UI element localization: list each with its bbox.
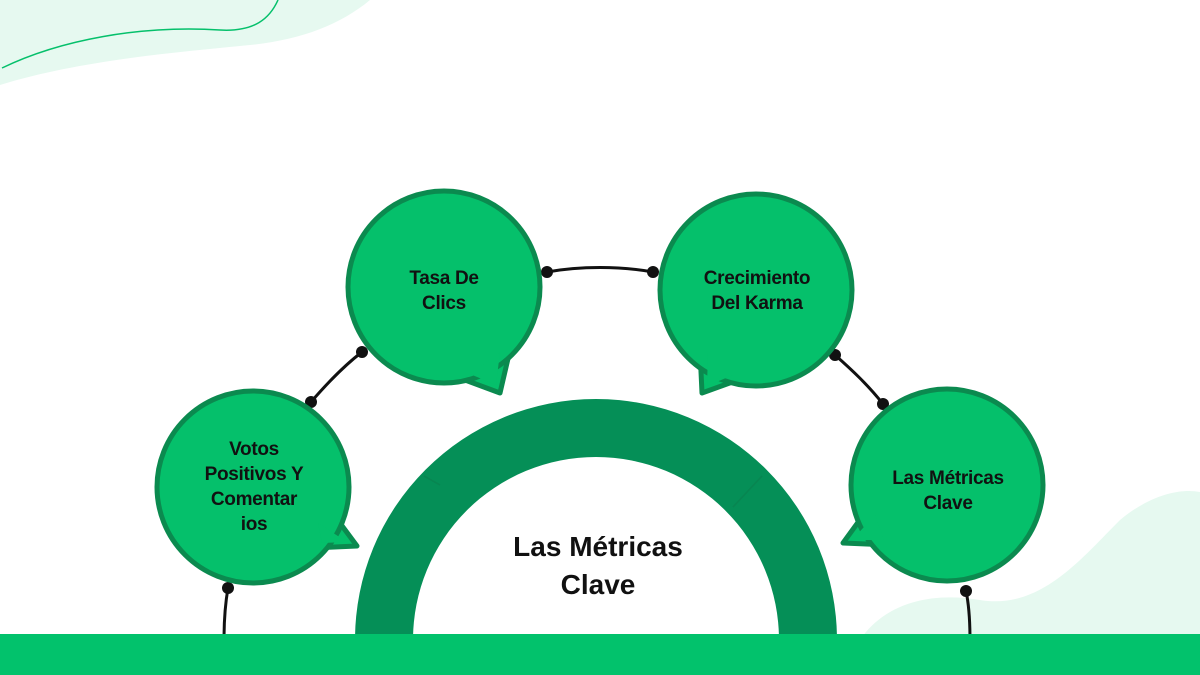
- node-karma: [657, 191, 855, 396]
- node-metricas-line-2: Clave: [923, 493, 973, 514]
- connector-tasa-karma: [546, 266, 654, 274]
- footer-bar: [0, 634, 1200, 675]
- connector-votos-bottom: [222, 587, 230, 641]
- center-arch: [355, 399, 837, 640]
- connector-dot: [356, 346, 368, 358]
- node-label-karma: Crecimiento Del Karma: [672, 258, 842, 324]
- node-metricas-line-1: Las Métricas: [892, 467, 1004, 489]
- connector-dot: [877, 398, 889, 410]
- node-votos-bubble: [154, 388, 352, 586]
- connector-dot: [222, 582, 234, 594]
- node-votos-line-3: Comentar: [210, 489, 298, 510]
- node-tasa-line-1: Tasa De: [409, 267, 479, 289]
- connector-dots: [222, 266, 972, 597]
- connector-dot: [541, 266, 553, 278]
- center-title-line-2: Clave: [560, 569, 636, 600]
- node-votos-line-4: ios: [240, 514, 268, 536]
- node-label-metricas: Las Métricas Clave: [860, 458, 1036, 524]
- node-votos-line-2: Positivos Y: [204, 463, 304, 485]
- node-label-tasa: Tasa De Clics: [368, 258, 520, 324]
- node-karma-line-1: Crecimiento: [703, 267, 811, 289]
- node-karma-bubble: [657, 191, 855, 389]
- node-karma-line-2: Del Karma: [711, 293, 803, 314]
- arch-seam: [423, 475, 763, 508]
- connector-dot: [960, 585, 972, 597]
- node-tasa: [345, 188, 543, 396]
- node-metricas-bubble: [848, 386, 1046, 584]
- decor-blob-bottom-right: [860, 490, 1200, 640]
- node-metricas: [840, 386, 1046, 584]
- center-title-line-1: Las Métricas: [513, 531, 683, 563]
- node-votos-line-1: Votos: [229, 438, 279, 460]
- connector-karma-metricas: [834, 353, 885, 405]
- connector-dot: [647, 266, 659, 278]
- center-title: Las Métricas Clave: [470, 528, 726, 604]
- node-votos: [154, 388, 360, 586]
- decor-swirl-top-left: [1, 0, 279, 69]
- node-tasa-line-2: Clics: [422, 293, 466, 314]
- node-tasa-bubble: [345, 188, 543, 386]
- node-label-votos: Votos Positivos Y Comentar ios: [173, 425, 335, 549]
- decor-blob-top-left: [0, 0, 370, 85]
- connector-votos-tasa: [309, 350, 363, 403]
- connector-dot: [305, 396, 317, 408]
